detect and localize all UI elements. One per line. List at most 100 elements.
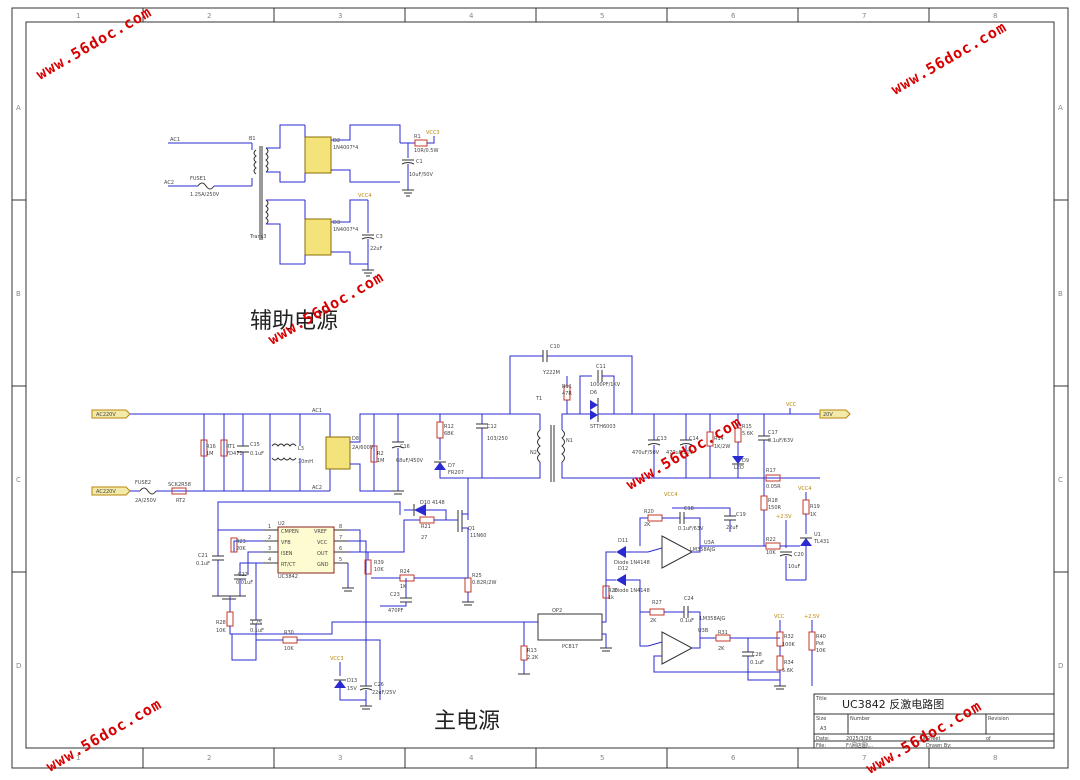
zone-bottom-2: 2 [207, 754, 211, 762]
resistor-r39 [364, 559, 372, 575]
label-r2: R2 [377, 451, 384, 457]
section-aux-title: 辅助电源 [250, 309, 338, 334]
label-u3b: U3B [698, 628, 709, 634]
label-r13: R13 [527, 648, 537, 654]
pin-rtct: RT/CT [281, 562, 296, 568]
resistor-r21 [419, 516, 435, 524]
opamp-u3b [661, 631, 694, 665]
label-c20: C20 [794, 552, 804, 558]
label-d12-value: Diode 1N4148 [614, 588, 650, 594]
date-label: Date: [816, 736, 830, 742]
ic-uc3842 [277, 526, 335, 574]
port-ac220-neutral-label: AC220V [96, 489, 116, 495]
aux-transformer-secondary1 [265, 147, 269, 173]
capacitor-c3 [361, 237, 375, 240]
label-d13: D13 [347, 678, 357, 684]
pin-gnd: GND [317, 562, 329, 568]
label-r11: R11 [562, 384, 572, 390]
capacitor-c16 [391, 446, 405, 449]
label-c26-value: 22uF/25V [372, 690, 396, 696]
inner-frame [25, 21, 1055, 749]
section-main-title: 主电源 [434, 709, 500, 734]
label-d3-value: 1N4007*4 [333, 227, 358, 233]
label-r40-name: Pot [816, 641, 824, 647]
resistor-r23 [230, 537, 238, 553]
label-t1: T1 [535, 396, 542, 402]
resistor-r28 [226, 611, 234, 627]
label-c19: C19 [736, 512, 746, 518]
capacitor-c20 [779, 554, 793, 557]
capacitor-c14 [679, 443, 693, 446]
label-r25: R25 [472, 573, 482, 579]
label-c10-value: Y222M [542, 370, 560, 376]
port-ac220-line-label: AC220V [96, 412, 116, 418]
label-u1: U1 [814, 532, 821, 538]
label-d8-value: 2A/600V [352, 445, 374, 451]
net-vcc3-uc: VCC3 [330, 656, 344, 662]
capacitor-c26 [359, 688, 373, 691]
label-r28: R28 [216, 620, 226, 626]
net-vcc3: VCC3 [426, 130, 440, 136]
transformer-t1-secondary [561, 429, 565, 463]
label-r27: R27 [652, 600, 662, 606]
label-c24-value: 0.1uF [680, 618, 694, 624]
resistor-r22 [765, 542, 781, 550]
zone-right-d: D [1058, 662, 1063, 670]
zone-bottom-3: 3 [338, 754, 342, 762]
pin-cmpen: CMPEN [281, 529, 299, 535]
label-q1: Q1 [468, 526, 475, 532]
label-r32-value: 100K [782, 642, 796, 648]
label-r2-value: 1M [377, 458, 385, 464]
of-label: of [986, 736, 991, 742]
pin-number-3: 3 [268, 546, 271, 552]
label-r27-value: 2K [650, 618, 657, 624]
pin-number-4: 4 [268, 557, 271, 563]
label-r1: R1 [414, 134, 421, 140]
label-r12: R12 [444, 424, 454, 430]
label-c17: C17 [768, 430, 778, 436]
label-u3a-value: LM358AJG [690, 547, 716, 553]
label-r19-value: 1K [810, 512, 817, 518]
label-r15: R15 [742, 424, 752, 430]
label-fuse2-value: 2A/250V [135, 498, 157, 504]
watermark-top-right: www.56doc.com [888, 18, 1010, 99]
port-ac220-line [91, 409, 131, 419]
zone-right-c: C [1058, 476, 1063, 484]
label-r20-value: 2K [644, 522, 651, 528]
resistor-r16 [200, 439, 208, 457]
label-c18-value: 0.1uF/63V [678, 526, 704, 532]
zone-top-8: 8 [993, 12, 997, 20]
label-d3: D3 [333, 220, 340, 226]
outer-frame [11, 7, 1069, 769]
label-r24-value: 1K [400, 584, 407, 590]
size-value: A3 [820, 726, 827, 732]
capacitor-c1 [401, 162, 415, 165]
zone-bottom-5: 5 [600, 754, 604, 762]
label-d6: D6 [590, 390, 597, 396]
label-r20: R20 [644, 509, 654, 515]
aux-transformer-primary [253, 149, 257, 175]
transformer-t1-primary [537, 429, 541, 463]
label-c16: C16 [400, 444, 410, 450]
resistor-r17 [765, 474, 781, 482]
label-c11-value: 1000PF/1KV [590, 382, 621, 388]
file-value: F:\网店图\... [846, 742, 874, 749]
port-20v-label: 20V [823, 412, 833, 418]
net-vcc-out: VCC [786, 402, 797, 408]
size-label: Size [816, 716, 826, 722]
varistor-rt1 [220, 439, 228, 457]
label-r23: R23 [236, 539, 246, 545]
label-fuse1: FUSE1 [190, 176, 206, 182]
label-c12-value: 103/250 [487, 436, 508, 442]
label-r11-value: 47R [562, 391, 572, 397]
label-u3a: U3A [704, 540, 715, 546]
net-vcc4-op: VCC4 [664, 492, 678, 498]
label-r21-value: 27 [421, 535, 427, 541]
label-c28-value: 0.1uF [750, 660, 764, 666]
label-ac2: AC2 [164, 180, 174, 186]
pin-number-6: 6 [339, 546, 342, 552]
label-n2: N2 [530, 450, 537, 456]
label-fuse1-value: 1.25A/250V [190, 192, 220, 198]
label-r16: R16 [206, 444, 216, 450]
capacitor-c13 [647, 443, 661, 446]
